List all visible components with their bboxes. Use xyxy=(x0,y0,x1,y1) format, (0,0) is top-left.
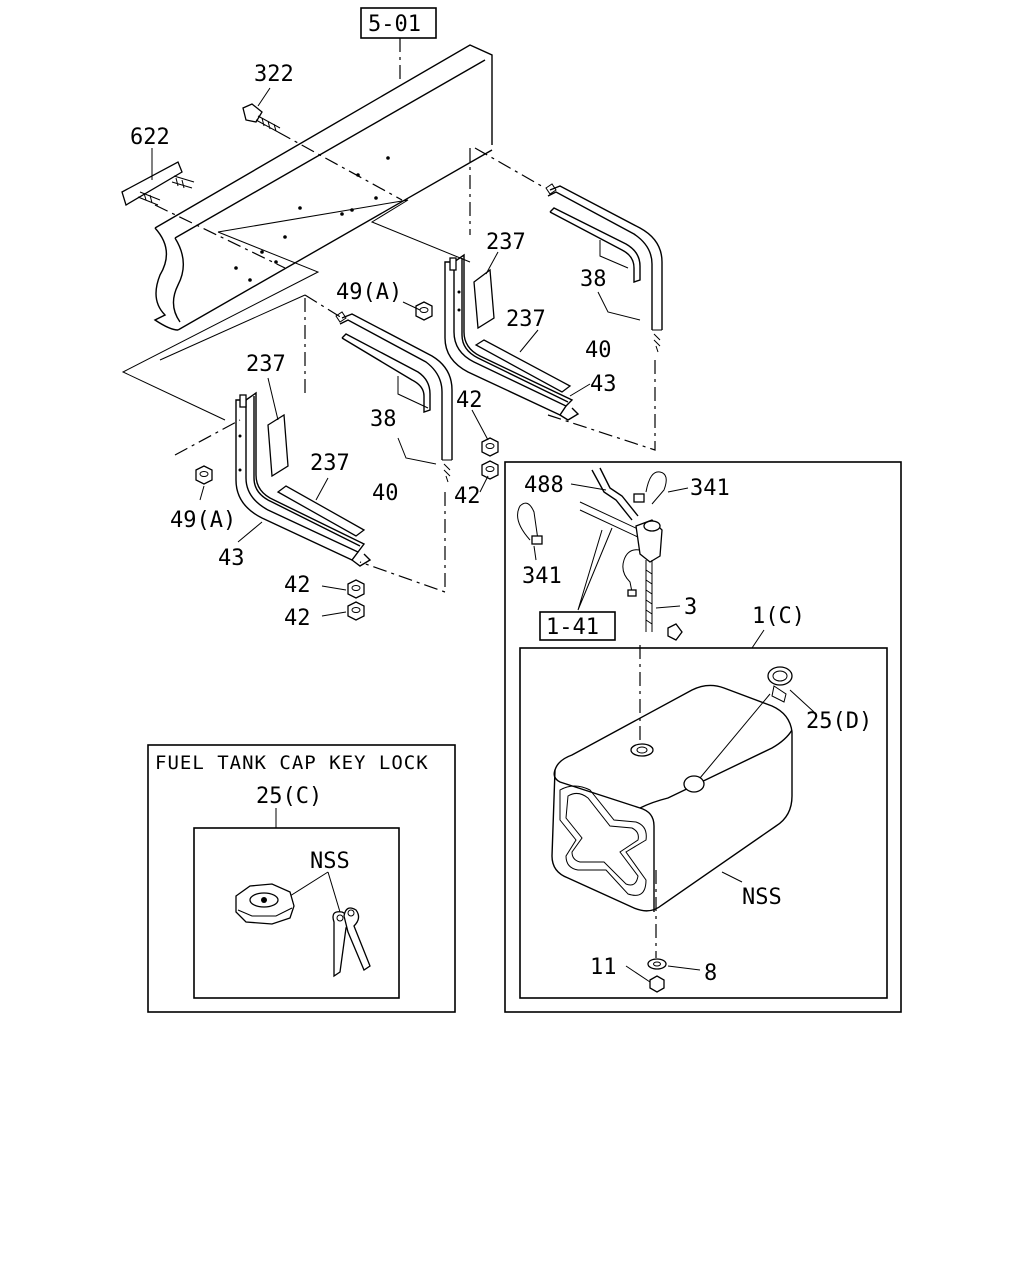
pad-237-upper-horizontal xyxy=(474,339,572,393)
label-38-right: 38 xyxy=(580,267,607,292)
label-341-left: 341 xyxy=(522,564,562,589)
label-38-left: 38 xyxy=(370,407,397,432)
bracket-lower xyxy=(235,391,372,567)
fuel-cap xyxy=(235,883,295,925)
label-322: 322 xyxy=(254,62,294,87)
nut-42-upper-a xyxy=(481,437,499,457)
bracket-upper xyxy=(444,253,580,421)
nut-42-lower-a xyxy=(347,579,365,599)
strap-upper xyxy=(545,183,663,353)
nut-49a-upper xyxy=(415,301,433,321)
label-237-lower-a: 237 xyxy=(246,352,286,377)
inset-cap-key-lock: FUEL TANK CAP KEY LOCK 25(C) NSS xyxy=(147,744,456,1013)
clip-341-left xyxy=(517,502,543,545)
label-43-left: 43 xyxy=(218,546,245,571)
label-237-upper-a: 237 xyxy=(486,230,526,255)
label-622: 622 xyxy=(130,125,170,150)
label-25c: 25(C) xyxy=(256,784,322,809)
label-488: 488 xyxy=(524,473,564,498)
leader-lines xyxy=(151,87,815,983)
label-49a-upper: 49(A) xyxy=(336,280,402,305)
label-40-left: 40 xyxy=(372,481,399,506)
label-42-c: 42 xyxy=(284,573,311,598)
plate-622 xyxy=(121,161,195,206)
label-237-upper-b: 237 xyxy=(506,307,546,332)
label-49a-lower: 49(A) xyxy=(170,508,236,533)
sender-unit xyxy=(579,467,683,641)
pad-237-upper-vertical xyxy=(473,268,495,330)
frame-rail xyxy=(153,44,493,331)
bolt-322 xyxy=(242,103,281,133)
pad-237-lower-horizontal xyxy=(276,485,366,537)
inset-fuel-tank: 1-41 1(C) NSS xyxy=(504,461,902,1013)
nut-42-upper-b xyxy=(481,460,499,480)
clip-341-right xyxy=(633,471,667,505)
nut-42-lower-b xyxy=(347,601,365,621)
nut-49a-lower xyxy=(195,465,213,485)
label-1c: 1(C) xyxy=(752,604,805,629)
ref-box-5-01: 5-01 xyxy=(360,7,437,39)
label-341-right: 341 xyxy=(690,476,730,501)
label-3: 3 xyxy=(684,595,697,620)
label-42-b: 42 xyxy=(454,484,481,509)
label-8: 8 xyxy=(704,961,717,986)
label-42-a: 42 xyxy=(456,388,483,413)
label-43-right: 43 xyxy=(590,372,617,397)
fuel-tank xyxy=(551,666,793,912)
label-11: 11 xyxy=(590,955,617,980)
label-237-lower-b: 237 xyxy=(310,451,350,476)
label-42-d: 42 xyxy=(284,606,311,631)
ref-5-01-label: 5-01 xyxy=(368,12,421,37)
label-40-right: 40 xyxy=(585,338,612,363)
keys xyxy=(332,907,371,978)
part-labels: 322 622 237 237 237 237 38 38 40 40 49(A… xyxy=(130,62,872,986)
ref-box-1-41: 1-41 xyxy=(539,527,616,641)
dash-dot-lines xyxy=(154,38,657,958)
ref-1-41-label: 1-41 xyxy=(546,615,599,640)
drain-plug xyxy=(647,958,667,993)
label-nss-cap: NSS xyxy=(310,849,350,874)
mount-plane-upper xyxy=(121,199,471,421)
label-nss-tank: NSS xyxy=(742,885,782,910)
inset-title: FUEL TANK CAP KEY LOCK xyxy=(155,752,429,774)
strap-lower xyxy=(335,311,453,483)
pad-237-lower-vertical xyxy=(267,413,289,478)
label-25d: 25(D) xyxy=(806,709,872,734)
